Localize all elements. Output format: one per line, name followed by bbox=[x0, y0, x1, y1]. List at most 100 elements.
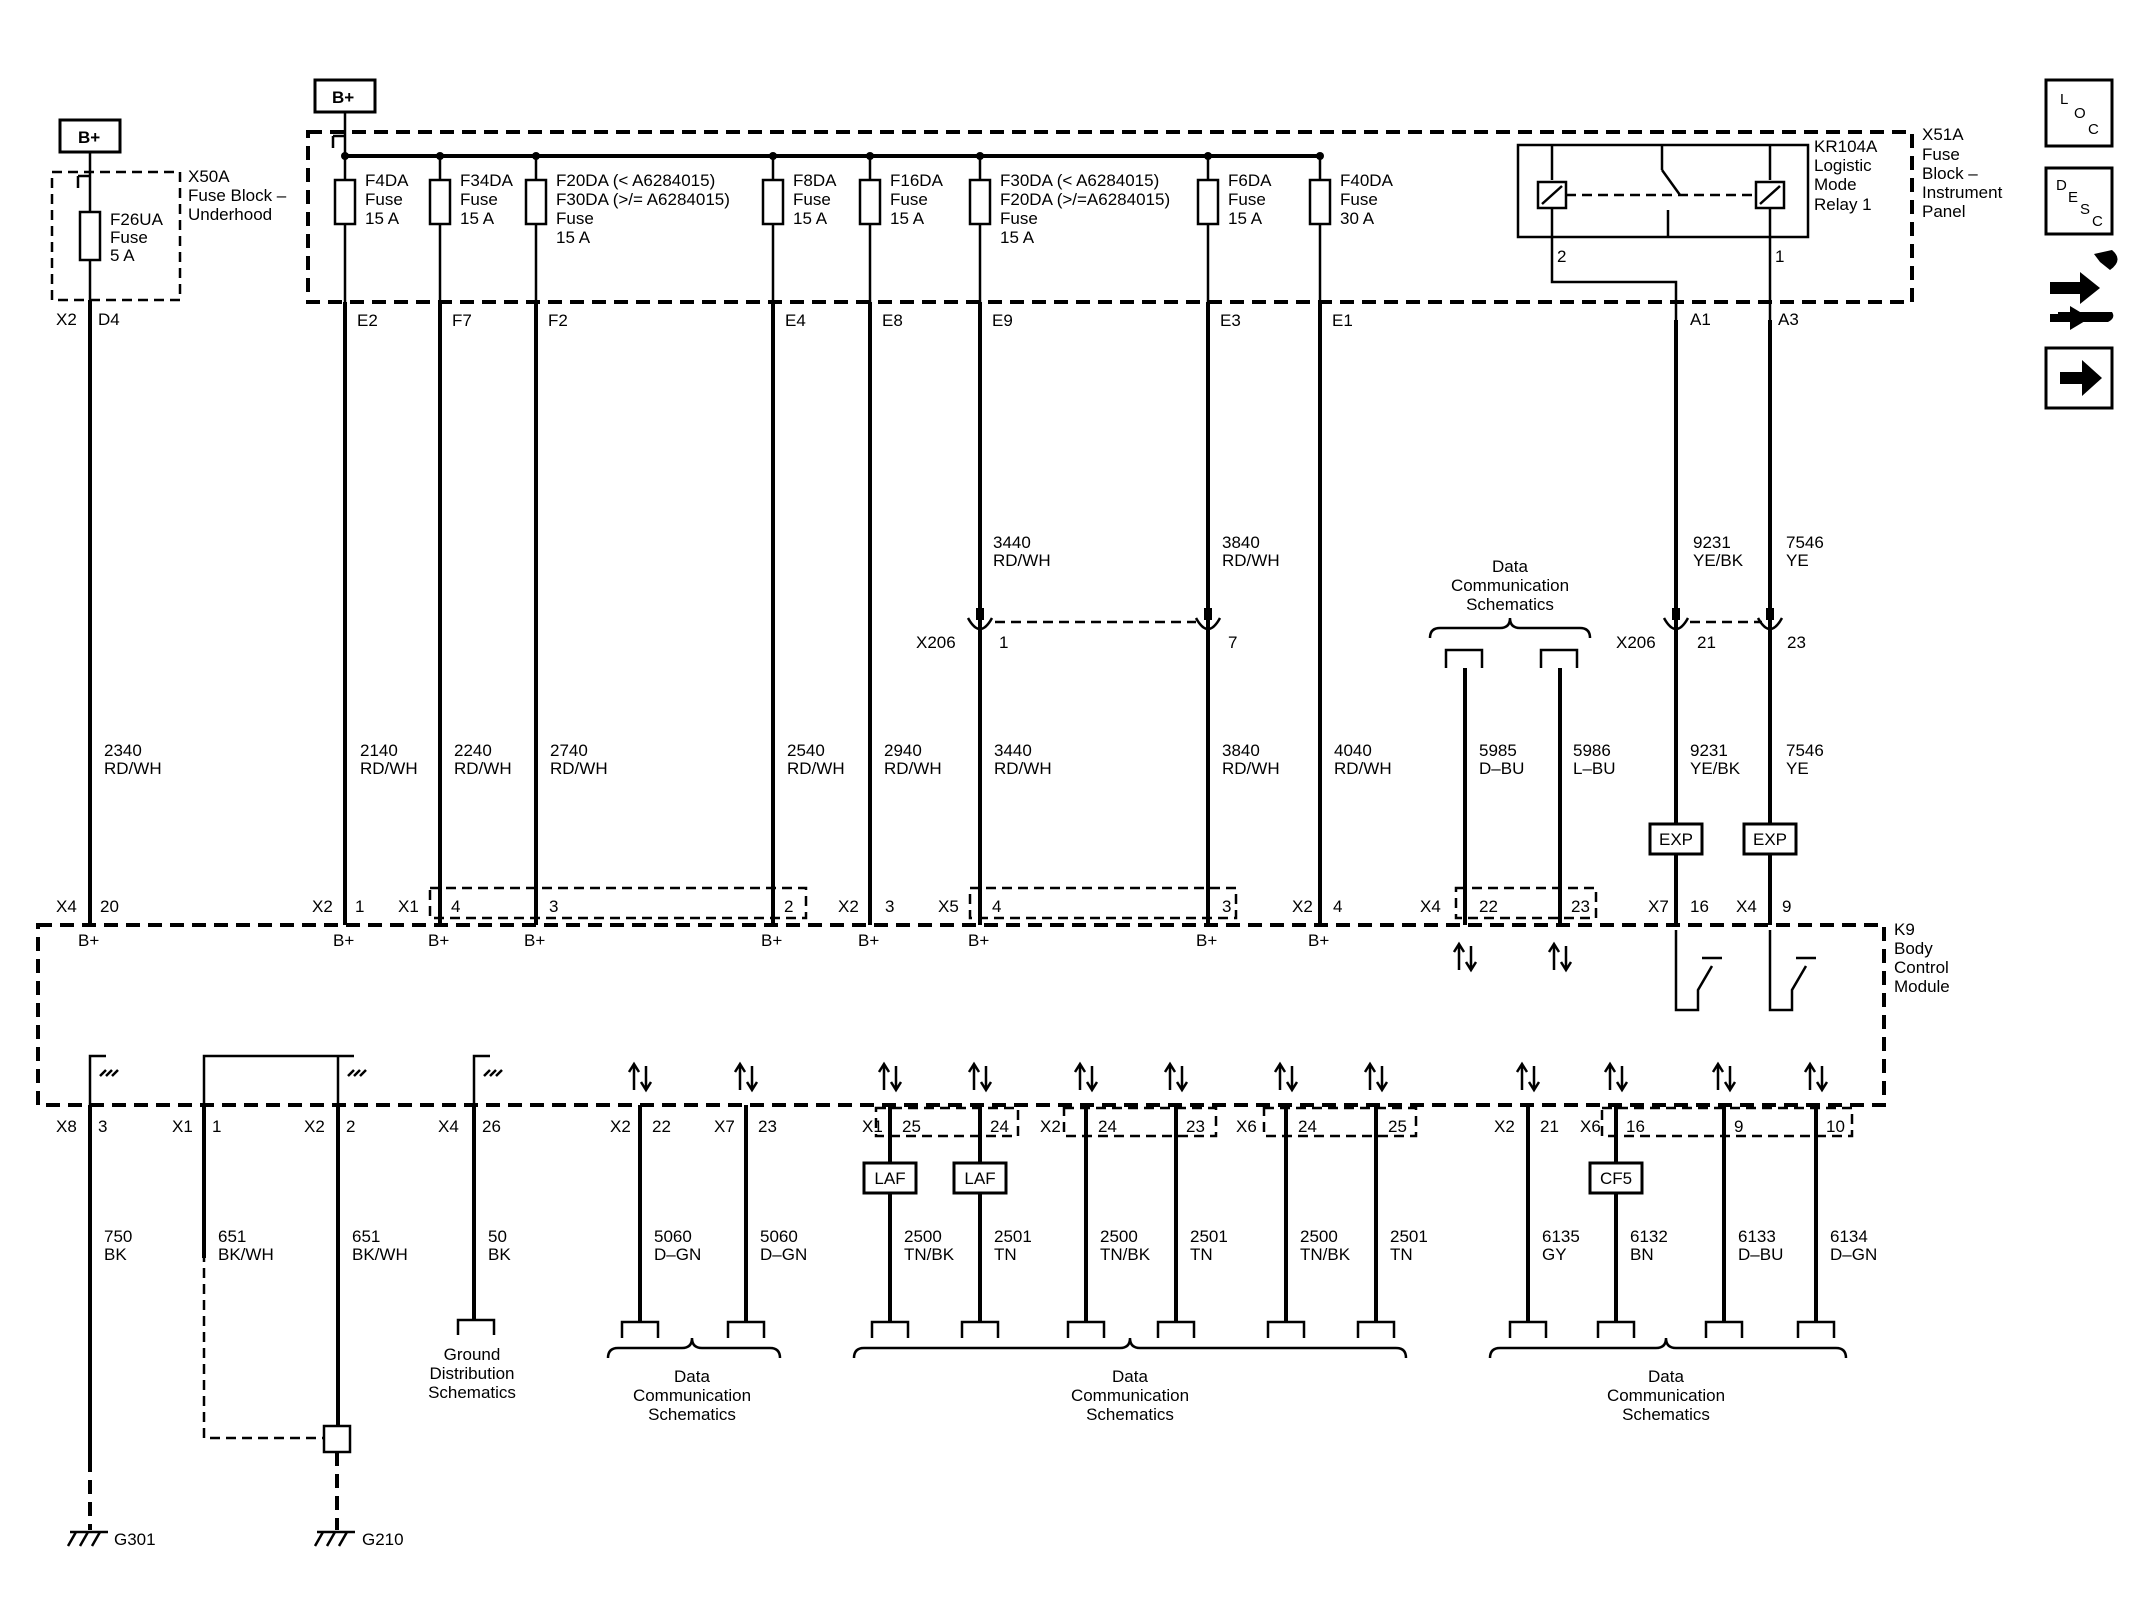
reference-label: Schematics bbox=[1086, 1405, 1174, 1424]
fuse-label: 15 A bbox=[1000, 228, 1035, 247]
reference-label: Data bbox=[1492, 557, 1528, 576]
reference-label: Ground bbox=[444, 1345, 501, 1364]
fuse-block-name: Underhood bbox=[188, 205, 272, 224]
circuit-number: 3440 bbox=[993, 533, 1031, 552]
pin-label: 9 bbox=[1734, 1117, 1743, 1136]
connector-label: X2 bbox=[312, 897, 333, 916]
reference-label: Distribution bbox=[429, 1364, 514, 1383]
pin-label: 25 bbox=[902, 1117, 921, 1136]
circuit-number: 2940 bbox=[884, 741, 922, 760]
pin-label: 1 bbox=[355, 897, 364, 916]
pin-label: 7 bbox=[1228, 633, 1237, 652]
exp-tag: EXP bbox=[1648, 822, 1704, 856]
connector-label: X2 bbox=[838, 897, 859, 916]
wire-color: RD/WH bbox=[1334, 759, 1392, 778]
circuit-number: 2500 bbox=[1300, 1227, 1338, 1246]
logistic-mode-relay: KR104A Logistic Mode Relay 1 2 1 A1 A3 bbox=[1516, 137, 1878, 329]
location-icon[interactable]: L O C bbox=[2044, 78, 2114, 148]
fuse-label: Fuse bbox=[1340, 190, 1378, 209]
power-source-b-plus: B+ bbox=[58, 118, 122, 154]
data-comm-reference-3: Data Communication Schematics bbox=[1488, 1337, 1848, 1424]
connector-label: X4 bbox=[1420, 897, 1441, 916]
fuse-block-name: Fuse bbox=[1922, 145, 1960, 164]
wire-color: D–BU bbox=[1738, 1245, 1783, 1264]
connector-label: X6 bbox=[1580, 1117, 1601, 1136]
pin-label: 2 bbox=[346, 1117, 355, 1136]
circuit-number: 5985 bbox=[1479, 741, 1517, 760]
pin-label: F7 bbox=[452, 311, 472, 330]
terminal-label: B+ bbox=[333, 931, 354, 950]
wire-color: BK bbox=[104, 1245, 127, 1264]
pin-label: 3 bbox=[1222, 897, 1231, 916]
wire-color: BK/WH bbox=[352, 1245, 408, 1264]
terminal-label: B+ bbox=[78, 931, 99, 950]
wire-color: RD/WH bbox=[787, 759, 845, 778]
pin-label: 9 bbox=[1782, 897, 1791, 916]
fuse-label: Fuse bbox=[793, 190, 831, 209]
terminal-label: B+ bbox=[858, 931, 879, 950]
circuit-number: 2140 bbox=[360, 741, 398, 760]
fuse-label: Fuse bbox=[365, 190, 403, 209]
circuit-number: 2501 bbox=[1390, 1227, 1428, 1246]
wire-color: D–GN bbox=[760, 1245, 807, 1264]
terminal-label: B+ bbox=[524, 931, 545, 950]
wire-color: D–GN bbox=[654, 1245, 701, 1264]
connector-label: X4 bbox=[438, 1117, 459, 1136]
pin-label: E8 bbox=[882, 311, 903, 330]
terminal-label: B+ bbox=[761, 931, 782, 950]
circuit-number: 9231 bbox=[1693, 533, 1731, 552]
reference-label: Data bbox=[674, 1367, 710, 1386]
connector-label: X5 bbox=[938, 897, 959, 916]
schematic-flow-icon[interactable] bbox=[2050, 250, 2118, 330]
pin-label: 1 bbox=[999, 633, 1008, 652]
description-icon[interactable]: D E S C bbox=[2044, 166, 2114, 236]
icon-letter: S bbox=[2080, 201, 2090, 218]
relay-label: Logistic bbox=[1814, 156, 1872, 175]
inline-connector-x206: X206 1 7 X206 21 23 3440 RD/WH 3840 RD/W… bbox=[916, 533, 1824, 652]
wire-color: BN bbox=[1630, 1245, 1654, 1264]
reference-label: Data bbox=[1112, 1367, 1148, 1386]
reference-label: Communication bbox=[1607, 1386, 1725, 1405]
circuit-number: 651 bbox=[352, 1227, 380, 1246]
reference-label: Schematics bbox=[648, 1405, 736, 1424]
laf-label: LAF bbox=[964, 1169, 995, 1188]
connector-label: X206 bbox=[1616, 633, 1656, 652]
connector-label: X206 bbox=[916, 633, 956, 652]
pin-label: E9 bbox=[992, 311, 1013, 330]
circuit-number: 9231 bbox=[1690, 741, 1728, 760]
pin-label: 1 bbox=[1775, 247, 1784, 266]
wire-color: RD/WH bbox=[993, 551, 1051, 570]
pin-label: 3 bbox=[98, 1117, 107, 1136]
pin-label: 10 bbox=[1826, 1117, 1845, 1136]
fuse-label: F26UA bbox=[110, 210, 164, 229]
data-comm-reference-top: Data Communication Schematics bbox=[1428, 557, 1592, 668]
wire-color: RD/WH bbox=[1222, 759, 1280, 778]
power-source-b-plus: B+ bbox=[313, 78, 377, 114]
wire-color: YE bbox=[1786, 759, 1809, 778]
fuse-label: Fuse bbox=[1000, 209, 1038, 228]
data-comm-reference-2: Data Communication Schematics bbox=[852, 1337, 1408, 1424]
next-arrow-icon[interactable] bbox=[2044, 346, 2114, 410]
pin-label: 23 bbox=[1186, 1117, 1205, 1136]
terminal-label: B+ bbox=[1196, 931, 1217, 950]
circuit-number: 5060 bbox=[760, 1227, 798, 1246]
fuse-label: Fuse bbox=[1228, 190, 1266, 209]
circuit-number: 3840 bbox=[1222, 533, 1260, 552]
ground-g210: G210 bbox=[202, 1140, 404, 1549]
relay-label: Relay 1 bbox=[1814, 195, 1872, 214]
circuit-number: 3840 bbox=[1222, 741, 1260, 760]
connector-label: X2 bbox=[56, 310, 77, 329]
terminal-label: B+ bbox=[968, 931, 989, 950]
